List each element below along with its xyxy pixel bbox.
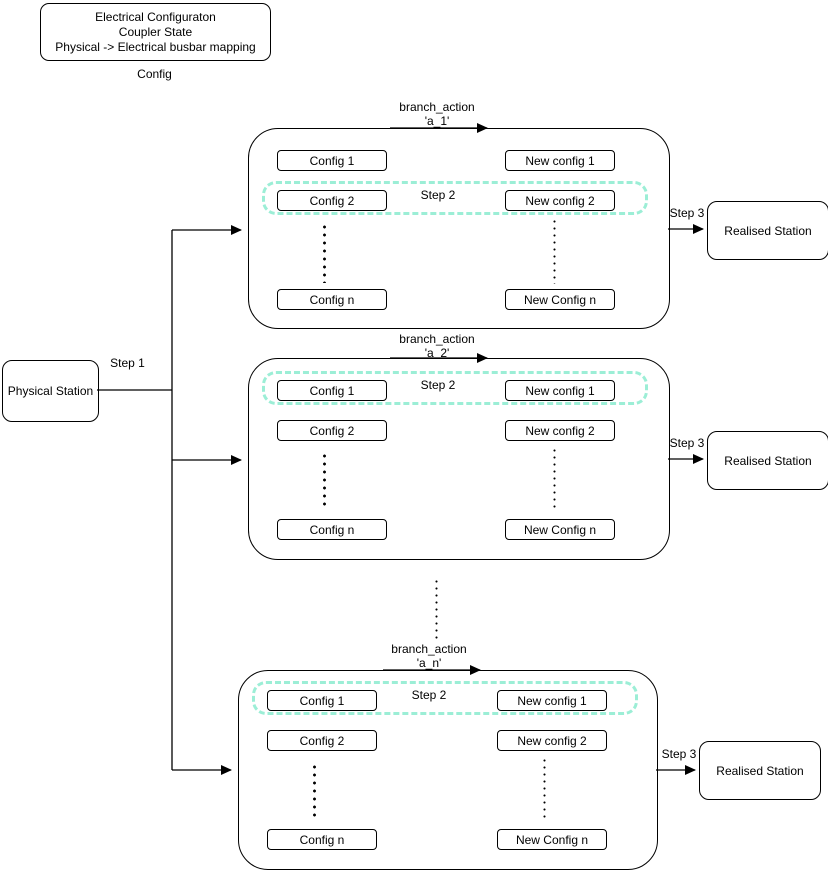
branch2-step2-label: Step 2 <box>420 378 456 392</box>
new-config-box: New config 1 <box>505 380 615 401</box>
branch1-action-name: 'a_1' <box>424 114 450 128</box>
legend-line-3: Physical -> Electrical busbar mapping <box>55 39 256 54</box>
legend-box: Electrical Configuraton Coupler State Ph… <box>40 3 271 61</box>
ellipsis-dots <box>322 223 327 283</box>
branch1-action-label: branch_action <box>399 100 475 114</box>
branch-separator-dots <box>434 578 439 640</box>
step1-label: Step 1 <box>110 356 145 370</box>
new-config-box: New config 2 <box>505 190 615 211</box>
config-box: Config 2 <box>267 730 377 751</box>
branch3-step3-label: Step 3 <box>661 747 697 761</box>
new-config-box: New Config n <box>505 289 615 310</box>
config-box: Config n <box>267 829 377 850</box>
branch2-action-label: branch_action <box>399 332 475 346</box>
branch3-action-label: branch_action <box>391 642 467 656</box>
branch1-highlight-box <box>262 181 648 215</box>
legend-line-1: Electrical Configuraton <box>95 9 216 24</box>
branch2-step3-label: Step 3 <box>669 436 705 450</box>
branch3-action-name: 'a_n' <box>416 656 442 670</box>
physical-station-node: Physical Station <box>2 360 99 422</box>
config-box: Config 1 <box>277 380 387 401</box>
branch1-step3-label: Step 3 <box>669 206 705 220</box>
config-box: Config n <box>277 519 387 540</box>
legend-line-2: Coupler State <box>118 24 193 39</box>
new-config-box: New config 2 <box>497 730 607 751</box>
config-box: Config 2 <box>277 190 387 211</box>
branch2-action-name: 'a_2' <box>424 346 450 360</box>
config-box: Config 1 <box>267 690 377 711</box>
ellipsis-dots <box>552 218 557 284</box>
new-config-box: New config 2 <box>505 420 615 441</box>
ellipsis-dots <box>312 763 317 819</box>
ellipsis-dots <box>542 757 547 821</box>
new-config-box: New config 1 <box>505 150 615 171</box>
branch2-highlight-box <box>262 371 648 405</box>
ellipsis-dots <box>322 452 327 510</box>
branch1-step2-label: Step 2 <box>420 188 456 202</box>
config-box: Config 2 <box>277 420 387 441</box>
new-config-box: New config 1 <box>497 690 607 711</box>
realised-station-node: Realised Station <box>699 741 821 800</box>
config-box: Config 1 <box>277 150 387 171</box>
branch3-step2-label: Step 2 <box>411 688 447 702</box>
realised-station-node: Realised Station <box>707 201 828 260</box>
realised-station-node: Realised Station <box>707 431 828 490</box>
new-config-box: New Config n <box>497 829 607 850</box>
ellipsis-dots <box>552 447 557 511</box>
legend-caption: Config <box>137 67 172 81</box>
config-box: Config n <box>277 289 387 310</box>
new-config-box: New Config n <box>505 519 615 540</box>
branch3-highlight-box <box>252 681 638 715</box>
